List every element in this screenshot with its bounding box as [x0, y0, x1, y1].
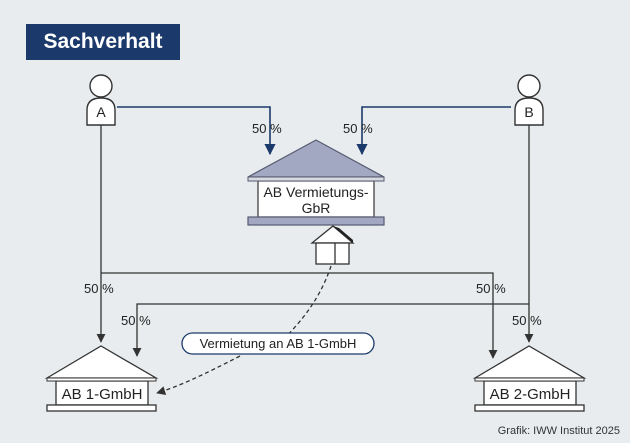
a-to-gbr-connector	[117, 106, 276, 156]
gmbh2-building: AB 2-GmbH	[472, 345, 587, 412]
share-label-a-gmbh1: 50 %	[84, 281, 114, 296]
lease-label-text: Vermietung an AB 1-GmbH	[200, 336, 357, 351]
building-icon	[247, 139, 385, 226]
b-to-gmbh1-connector	[132, 303, 529, 357]
gbr-building: AB Vermietungs- GbR	[247, 139, 385, 226]
footer-credit: Grafik: IWW Institut 2025	[498, 425, 620, 437]
gmbh1-building: AB 1-GmbH	[44, 345, 159, 412]
house-icon	[310, 225, 355, 265]
lease-label: Vermietung an AB 1-GmbH	[181, 332, 375, 355]
a-to-gmbh2-connector	[101, 272, 498, 359]
person-a-label: A	[96, 104, 106, 120]
building-icon	[472, 345, 587, 412]
share-label-a-gmbh2: 50 %	[476, 281, 506, 296]
gmbh1-label: AB 1-GmbH	[62, 386, 143, 403]
title-badge: Sachverhalt	[26, 24, 180, 60]
share-label-a-gbr: 50 %	[252, 121, 282, 136]
gbr-label-line1: AB Vermietungs-	[263, 184, 368, 200]
person-icon	[86, 74, 116, 126]
share-label-b-gmbh2: 50 %	[512, 313, 542, 328]
b-to-gbr-connector	[356, 106, 511, 156]
share-label-b-gbr: 50 %	[343, 121, 373, 136]
person-a: A	[86, 74, 116, 126]
lease-arrow	[156, 265, 332, 395]
share-label-b-gmbh1: 50 %	[121, 313, 151, 328]
person-b-label: B	[524, 104, 533, 120]
person-icon	[514, 74, 544, 126]
person-b: B	[514, 74, 544, 126]
page-title: Sachverhalt	[43, 30, 163, 53]
gmbh2-label: AB 2-GmbH	[490, 386, 571, 403]
building-icon	[44, 345, 159, 412]
gbr-label-line2: GbR	[302, 200, 331, 216]
